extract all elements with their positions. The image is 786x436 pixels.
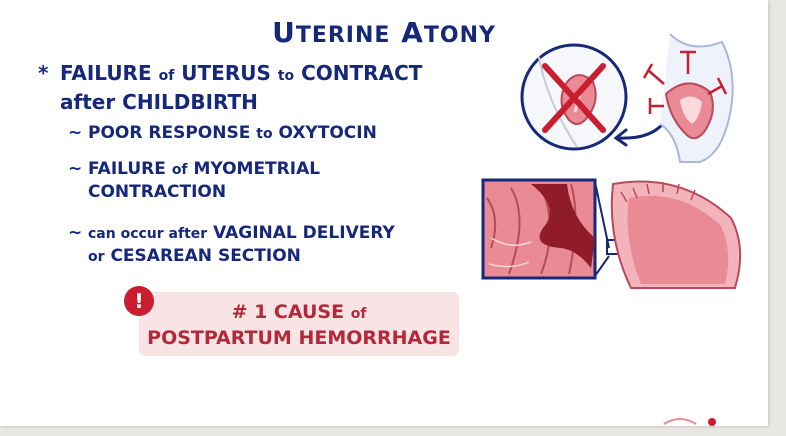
sub-text: POOR RESPONSE (88, 123, 251, 143)
title-cap-2: A (401, 16, 424, 49)
main-point-text: FAILURE of UTERUS to CONTRACT after CHIL… (60, 60, 478, 115)
uterus-illustration (642, 34, 734, 163)
sub-marker: ~ (68, 223, 83, 243)
main-line-2: after CHILDBIRTH (60, 90, 258, 114)
myometrium-zoom-illustration (481, 178, 742, 289)
sub-text: CESAREAN SECTION (110, 246, 301, 266)
title-rest-1: TERINE (295, 23, 391, 48)
sub-marker: ~ (68, 123, 83, 143)
sub-text-small: to (256, 126, 273, 142)
sub-text: VAGINAL DELIVERY (213, 223, 395, 243)
exclamation-circle-icon: ! (124, 286, 154, 316)
callout-line-2: POSTPARTUM HEMORRHAGE (147, 327, 451, 349)
decorative-mark-icon (663, 418, 716, 426)
sub-text: MYOMETRIAL (193, 159, 321, 179)
sub-text-small: or (88, 249, 105, 265)
main-word-of: of (158, 68, 175, 84)
main-word-contract: CONTRACT (301, 61, 423, 85)
title-cap-1: U (272, 16, 296, 49)
sub-text-small: can occur after (88, 226, 208, 242)
sub-point-oxytocin: ~ POOR RESPONSE to OXYTOCIN (68, 122, 468, 145)
page-title: UTERINE ATONY (0, 16, 768, 49)
sub-text: CONTRACTION (88, 182, 227, 202)
sub-point-myometrial: ~ FAILURE of MYOMETRIAL CONTRACTION (68, 158, 468, 203)
sub-text-small: of (171, 162, 188, 178)
main-word-failure: FAILURE (60, 61, 152, 85)
sub-text: FAILURE (88, 159, 166, 179)
title-rest-2: TONY (423, 23, 496, 48)
main-word-to: to (277, 68, 295, 84)
crossed-out-uterus-icon (520, 43, 628, 151)
bullet-asterisk: * (38, 61, 49, 85)
callout-box: # 1 CAUSE of POSTPARTUM HEMORRHAGE (139, 292, 459, 356)
sub-marker: ~ (68, 159, 83, 179)
sub-text: OXYTOCIN (278, 123, 377, 143)
slide-card: UTERINE ATONY * FAILURE of UTERUS to CON… (0, 0, 768, 426)
sub-point-delivery: ~ can occur after VAGINAL DELIVERY or CE… (68, 222, 468, 268)
main-point: * FAILURE of UTERUS to CONTRACT after CH… (38, 60, 478, 115)
callout-line-1: # 1 CAUSE of (139, 300, 459, 326)
callout-of: of (350, 306, 367, 322)
main-word-uterus: UTERUS (181, 61, 271, 85)
callout-cause: # 1 CAUSE (231, 301, 345, 323)
